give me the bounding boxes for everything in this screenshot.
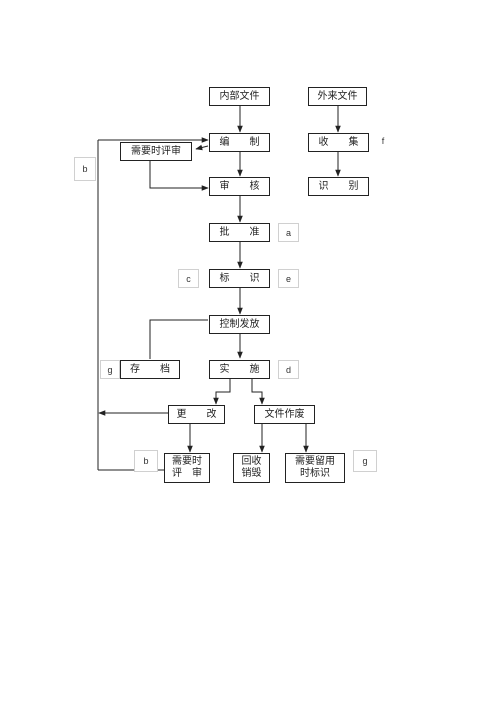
mark-box: 标 识 [209,269,270,288]
draft-label: 编 制 [219,136,260,148]
control-issue-box: 控制发放 [209,315,270,334]
tag-a-label: a [285,227,291,238]
tag-d-label: d [285,364,291,375]
retain-mark-label: 需要留用 时标识 [295,456,335,479]
draft-box: 编 制 [209,133,270,152]
tag-d: d [278,360,299,379]
archive-box: 存 档 [120,360,180,379]
collect-label: 收 集 [318,136,359,148]
identify-ext-label: 识 别 [318,180,359,192]
audit-label: 审 核 [219,180,260,192]
obsolete-label: 文件作废 [264,408,305,420]
mark-label: 标 识 [219,272,260,284]
external-doc-box: 外来文件 [308,87,367,106]
need-review-top-label: 需要时评审 [131,145,181,157]
need-review-top-box: 需要时评审 [120,142,192,161]
recycle-destroy-label: 回收 销毁 [241,456,262,479]
approve-label: 批 准 [219,226,260,238]
change-label: 更 改 [176,408,217,420]
tag-a: a [278,223,299,242]
external-doc-label: 外来文件 [317,90,358,102]
need-review-bottom-box: 需要时 评 审 [164,453,210,483]
tag-f: f [374,133,392,149]
approve-box: 批 准 [209,223,270,242]
need-review-bottom-label: 需要时 评 审 [172,456,202,479]
internal-doc-box: 内部文件 [209,87,270,106]
tag-b-left: b [74,157,96,181]
collect-box: 收 集 [308,133,369,152]
tag-b-bottom-label: b [143,456,149,466]
tag-c-label: c [186,273,191,284]
tag-g-left: g [100,360,120,379]
recycle-destroy-box: 回收 销毁 [233,453,270,483]
tag-e-label: e [285,273,291,284]
obsolete-box: 文件作废 [254,405,315,424]
tag-g-right-label: g [362,456,368,466]
internal-doc-label: 内部文件 [219,90,260,102]
change-box: 更 改 [168,405,225,424]
identify-ext-box: 识 别 [308,177,369,196]
audit-box: 审 核 [209,177,270,196]
control-issue-label: 控制发放 [219,318,260,330]
retain-mark-box: 需要留用 时标识 [285,453,345,483]
archive-label: 存 档 [130,363,170,375]
tag-g-left-label: g [107,364,113,375]
tag-g-right: g [353,450,377,472]
tag-e: e [278,269,299,288]
tag-b-bottom: b [134,450,158,472]
tag-b-left-label: b [82,164,88,174]
implement-label: 实 施 [219,363,260,375]
tag-c: c [178,269,199,288]
tag-f-label: f [381,136,385,146]
implement-box: 实 施 [209,360,270,379]
